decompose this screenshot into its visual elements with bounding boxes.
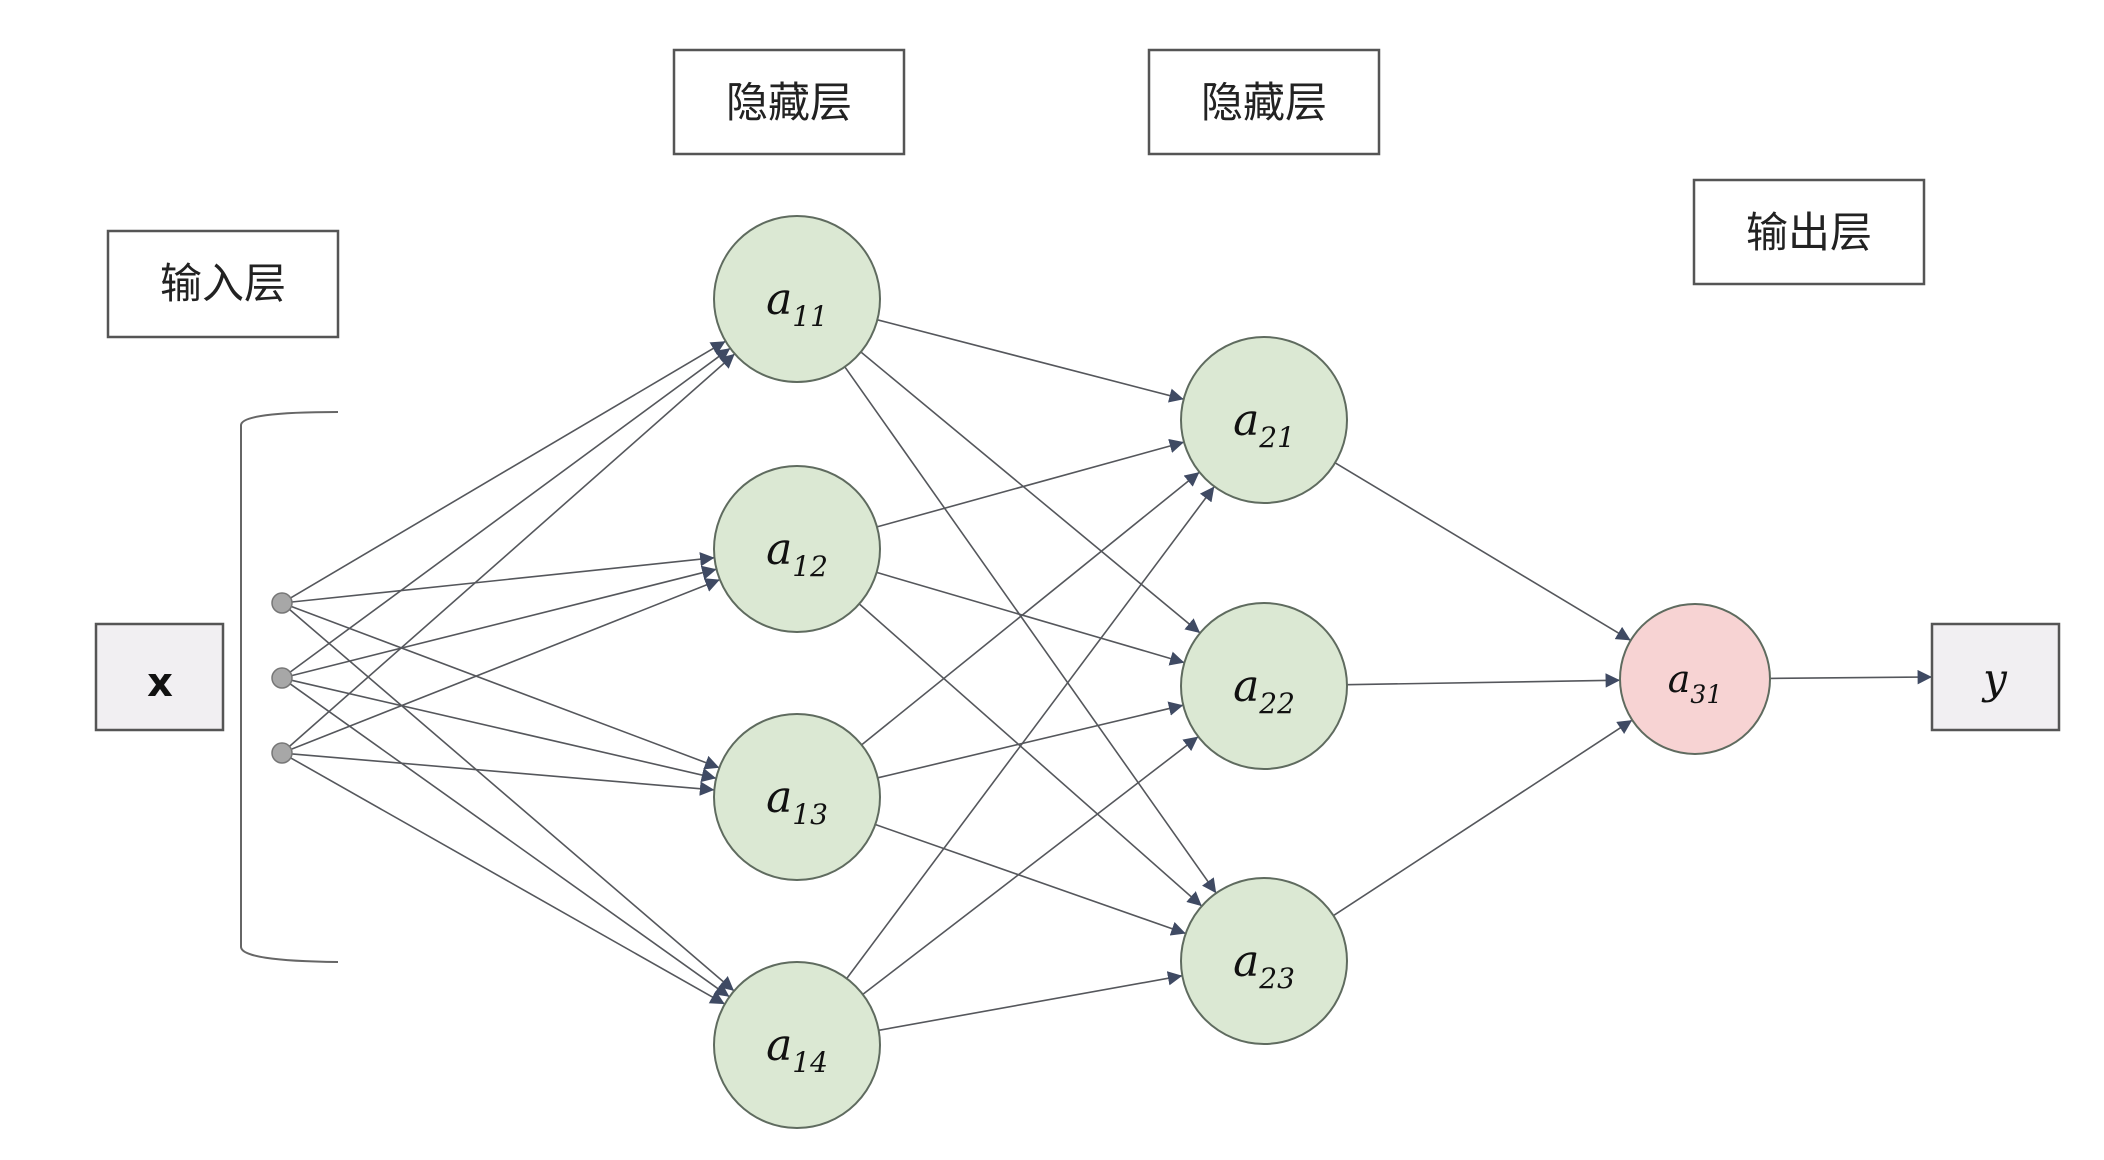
edge-a23-a31 (1333, 719, 1633, 917)
node-a11-sub: 11 (792, 300, 828, 333)
hidden-layer-2-label: 隐藏层 (1201, 78, 1327, 127)
edge-in2-a14 (289, 683, 730, 998)
hidden-layer-1-label-box: 隐藏层 (672, 48, 906, 156)
svg-text:a31: a31 (1668, 657, 1722, 709)
node-a12-base: a (766, 524, 792, 575)
edge-a22-a31 (1346, 673, 1621, 688)
node-a14-base: a (766, 1020, 792, 1071)
node-a21: a21 (1180, 336, 1348, 504)
edge-a21-a31 (1334, 462, 1632, 642)
node-a23-base: a (1233, 936, 1259, 987)
edge-in3-a11 (288, 353, 736, 748)
svg-text:a13: a13 (766, 772, 828, 831)
node-a13-base: a (766, 772, 792, 823)
node-a13: a13 (713, 713, 881, 881)
edge-in3-a13 (291, 753, 715, 796)
svg-text:a11: a11 (766, 274, 828, 333)
hidden-layer-2-label-box: 隐藏层 (1147, 48, 1381, 156)
edge-a12-a22 (876, 571, 1185, 666)
node-a22: a22 (1180, 602, 1348, 770)
node-a12: a12 (713, 465, 881, 633)
svg-text:a14: a14 (766, 1020, 828, 1079)
edge-a14-a23 (878, 971, 1183, 1032)
svg-text:a12: a12 (766, 524, 828, 583)
edge-in2-a13 (291, 679, 717, 783)
input-layer-label-box: 输入层 (106, 229, 340, 339)
node-a14: a14 (713, 961, 881, 1129)
input-dot-2 (271, 667, 293, 689)
node-a12-sub: 12 (792, 550, 828, 583)
output-y-label: y (1981, 654, 2008, 703)
node-a14-sub: 14 (792, 1046, 828, 1079)
edge-in2-a12 (291, 565, 717, 677)
node-a11-base: a (766, 274, 792, 325)
edge-in1-a11 (290, 340, 726, 599)
input-x-box: x (94, 622, 225, 732)
node-a21-base: a (1233, 395, 1259, 446)
input-layer-label: 输入层 (160, 259, 286, 308)
svg-text:a23: a23 (1233, 936, 1295, 995)
connection-lines (288, 319, 1933, 1032)
edge-a11-a22 (860, 351, 1201, 634)
node-a22-base: a (1233, 661, 1259, 712)
node-a11: a11 (713, 215, 881, 383)
edge-in1-a14 (289, 608, 735, 992)
edge-a14-a21 (846, 486, 1215, 979)
node-a13-sub: 13 (792, 798, 828, 831)
edge-a11-a23 (844, 366, 1217, 894)
edge-a13-a22 (877, 701, 1184, 779)
svg-text:a21: a21 (1233, 395, 1295, 454)
edge-a13-a23 (875, 823, 1186, 936)
edge-in1-a12 (291, 552, 715, 603)
edge-in3-a12 (291, 578, 721, 751)
edge-a14-a22 (862, 735, 1199, 996)
svg-text:a22: a22 (1233, 661, 1295, 720)
node-a23-sub: 23 (1258, 962, 1295, 995)
input-bracket (240, 411, 339, 963)
node-a22-sub: 22 (1258, 687, 1295, 720)
node-a31: a31 (1619, 603, 1771, 755)
edge-a13-a21 (861, 471, 1200, 746)
node-a23: a23 (1180, 877, 1348, 1045)
edge-a12-a23 (858, 603, 1203, 907)
edge-in1-a13 (291, 605, 720, 770)
input-x-label: x (147, 660, 173, 706)
output-layer-label-box: 输出层 (1692, 178, 1926, 286)
node-a31-sub: 31 (1690, 680, 1722, 709)
input-dot-1 (271, 592, 293, 614)
output-layer-label: 输出层 (1746, 208, 1872, 257)
edge-a11-a21 (877, 319, 1184, 403)
edge-in3-a14 (290, 757, 726, 1005)
output-y-box: y (1930, 622, 2061, 732)
node-a31-base: a (1668, 657, 1691, 701)
hidden-layer-1-label: 隐藏层 (726, 78, 852, 127)
edge-a12-a21 (876, 438, 1185, 528)
node-a21-sub: 21 (1258, 421, 1295, 454)
input-dot-3 (271, 742, 293, 764)
edge-in2-a11 (289, 347, 731, 673)
edge-a31-y (1769, 669, 1933, 685)
